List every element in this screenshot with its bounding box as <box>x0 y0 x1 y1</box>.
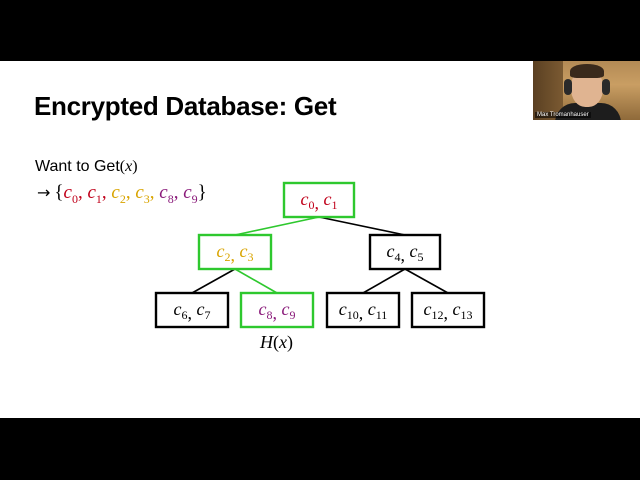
tree-node-label: c0, c1 <box>301 189 338 213</box>
hash-function-name: H <box>260 332 273 352</box>
tree-node-box <box>282 181 356 219</box>
open-paren: ( <box>119 158 126 175</box>
tree-edge-r-rr <box>404 268 449 294</box>
tree-edge-root-r <box>318 216 406 236</box>
tree-node-rl: c10, c11 <box>325 291 401 329</box>
tree-node-l: c2, c3 <box>197 233 273 271</box>
tree-node-label: c6, c7 <box>174 299 211 323</box>
tree-node-lr: c8, c9 <box>239 291 315 329</box>
tree-node-box <box>325 291 401 329</box>
result-item: c0 <box>63 182 78 206</box>
tree-node-root: c0, c1 <box>282 181 356 219</box>
result-item: c1 <box>87 182 102 206</box>
result-separator: , <box>77 182 88 203</box>
hash-open-paren: ( <box>273 332 279 352</box>
result-separator: , <box>149 182 160 203</box>
tree-node-box <box>197 233 273 271</box>
close-brace: } <box>197 182 207 203</box>
intro-line: Want to Get(x) <box>35 158 138 176</box>
hash-label: H(x) <box>260 332 293 353</box>
result-separator: , <box>101 182 112 203</box>
arrow-icon: → <box>37 183 51 202</box>
hash-close-paren: ) <box>287 332 293 352</box>
tree-node-label: c10, c11 <box>339 299 388 323</box>
result-item: c2 <box>111 182 126 206</box>
tree-edge-r-rl <box>362 268 406 294</box>
tree-edge-l-lr <box>234 268 278 294</box>
speaker-hair <box>570 64 604 78</box>
tree-edge-root-l <box>234 216 320 236</box>
open-brace: { <box>54 182 64 203</box>
tree-node-label: c8, c9 <box>259 299 296 323</box>
result-separator: , <box>173 182 184 203</box>
tree-node-box <box>410 291 486 329</box>
result-item: c3 <box>135 182 150 206</box>
result-item: c8 <box>159 182 174 206</box>
tree-node-label: c4, c5 <box>387 241 424 265</box>
result-items: c0, c1, c2, c3, c8, c9 <box>63 182 198 206</box>
tree-diagram: c0, c1 c2, c3 c4, c5 c6, c7 c8, c9 c10, c11 c1… <box>154 181 486 329</box>
get-call: Get <box>93 158 120 175</box>
tree-node-rr: c12, c13 <box>410 291 486 329</box>
intro-prefix: Want to <box>35 158 94 175</box>
tree-node-box <box>154 291 230 329</box>
headphone-right <box>602 79 610 95</box>
tree-node-box <box>368 233 442 271</box>
hash-argument: x <box>279 332 287 352</box>
close-paren: ) <box>132 158 138 175</box>
result-separator: , <box>125 182 136 203</box>
tree-edge-l-ll <box>191 268 236 294</box>
tree-node-label: c12, c13 <box>424 299 473 323</box>
headphone-left <box>564 79 572 95</box>
tree-node-r: c4, c5 <box>368 233 442 271</box>
slide: Encrypted Database: Get Want to Get(x) →… <box>0 61 640 418</box>
tree-node-box <box>239 291 315 329</box>
query-variable: x <box>125 158 133 175</box>
slide-title: Encrypted Database: Get <box>34 91 337 121</box>
tree-node-label: c2, c3 <box>217 241 254 265</box>
webcam-name-label: Max Tromanhauser <box>535 112 591 118</box>
tree-node-ll: c6, c7 <box>154 291 230 329</box>
webcam-video: Max Tromanhauser <box>533 61 640 120</box>
result-set-line: →{c0, c1, c2, c3, c8, c9} <box>37 182 207 207</box>
result-item: c9 <box>183 182 198 206</box>
